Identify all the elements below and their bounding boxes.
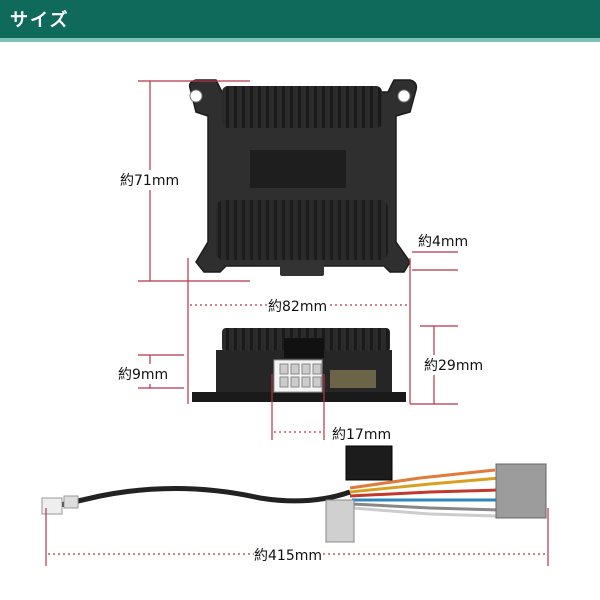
dim-width-label: 約82mm [268,296,328,316]
section-header: サイズ [0,0,600,42]
wire-harness [41,445,547,543]
dim-cable-length-label: 約415mm [254,545,322,565]
section-title: サイズ [10,10,70,31]
dim-connector-height-label: 約9mm [118,364,169,384]
dimension-dotted-lines [48,304,546,555]
header-underline [0,38,600,42]
unit-top-view [188,79,418,276]
dim-depth-label: 約29mm [424,355,484,375]
dim-connector-width-label: 約17mm [332,424,392,444]
unit-side-view [192,328,406,402]
dim-flange-label: 約4mm [418,231,469,251]
dim-height-label: 約71mm [120,170,180,190]
